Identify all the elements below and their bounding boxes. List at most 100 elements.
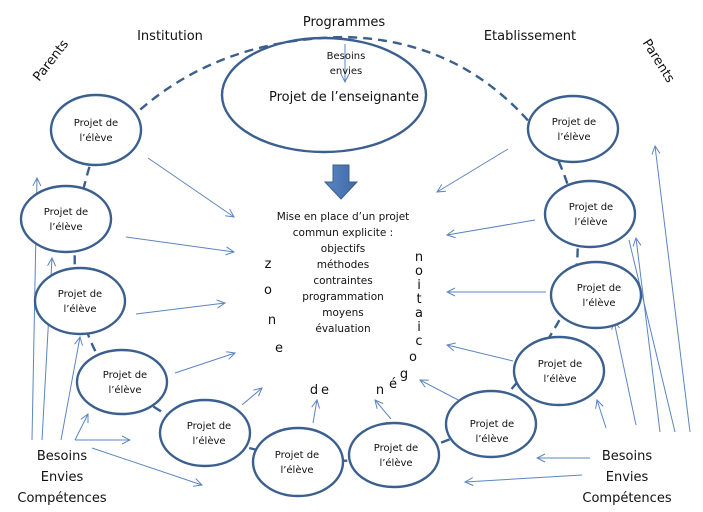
pupil-ellipse [49,93,143,167]
needs-envies: Envies [41,470,84,485]
parents-right-label: Parents [639,37,677,86]
pupil-ellipse [543,179,637,249]
needs-competences: Compétences [17,491,106,506]
arrow [420,380,463,403]
pupil-project-node: Projet de l’élève [19,184,113,254]
teacher-project-title: Projet de l’enseignante [269,90,419,105]
needs-right-label: Besoins Envies Compétences [582,449,671,506]
pupil-label-line1: Projet de [275,450,319,461]
pupil-label-line1: Projet de [103,370,147,381]
pupil-project-node: Projet de l’élève [49,93,143,167]
arrow [74,414,88,441]
pupil-label-line1: Projet de [552,117,596,128]
pupil-arrows [125,148,546,424]
curved-letter: i [417,278,421,293]
pupil-label-line1: Projet de [44,207,88,218]
pupil-label-line2: l’élève [63,303,96,315]
common-line: Mise en place d’un projet [277,211,410,223]
pupil-project-node: Projet de l’élève [33,266,127,336]
pupil-project-node: Projet de l’élève [347,421,441,489]
pupil-label-line1: Projet de [569,202,613,213]
pupil-ellipse [347,421,441,489]
arrow [313,400,317,424]
pupil-label-line1: Projet de [470,419,514,430]
arrow [174,353,235,374]
pupil-project-node: Projet de l’élève [75,348,169,416]
curved-letter: g [400,367,408,382]
pupil-project-node: Projet de l’élève [251,426,345,498]
arrow [655,146,691,433]
teacher-need-besoins: Besoins [327,51,366,62]
pupil-ellipse [75,348,169,416]
curved-letter: a [415,306,423,321]
needs-right-arrows [465,146,691,482]
arrow [465,474,583,482]
pupil-label-line2: l’élève [574,216,607,228]
curved-letter: i [417,320,421,335]
curved-letter: z [265,257,272,272]
pupil-label-line1: Projet de [374,443,418,454]
arrow [437,148,509,192]
pupil-projects: Projet de l’élève Projet de l’élève Proj… [19,93,643,498]
arrow [125,236,234,252]
needs-competences: Compétences [582,491,671,506]
pupil-project-node: Projet de l’élève [549,260,643,330]
curved-letter: n [268,313,276,328]
pupil-label-line2: l’élève [192,435,225,447]
curved-letter: o [409,350,417,365]
needs-besoins: Besoins [602,449,652,464]
common-line: méthodes [317,259,369,271]
curved-letter: n [376,383,384,398]
arrow [147,157,234,217]
pupil-ellipse [19,184,113,254]
pupil-project-node: Projet de l’élève [158,398,252,468]
curved-letter: e [275,341,283,356]
pupil-ellipse [526,94,620,164]
curved-letter: c [415,334,422,349]
curved-letter: t [416,292,421,307]
pupil-label-line2: l’élève [582,297,615,309]
pupil-ellipse [549,260,643,330]
programmes-label: Programmes [303,15,386,30]
arrow [135,303,225,315]
pupil-project-node: Projet de l’élève [512,335,606,407]
pupil-label-line1: Projet de [74,118,118,129]
curved-letter: e [321,383,329,398]
pupil-label-line1: Projet de [58,289,102,300]
pupil-ellipse [158,398,252,468]
pupil-label-line1: Projet de [577,283,621,294]
pupil-ellipse [33,266,127,336]
needs-left-label: Besoins Envies Compétences [17,449,106,506]
needs-besoins: Besoins [37,449,87,464]
pupil-ellipse [444,389,538,459]
pupil-label-line2: l’élève [280,464,313,476]
zone-de-negociation-text: z o n e d e n é g o c i a t i o n [264,250,423,398]
arrow [241,388,262,406]
common-project-text: Mise en place d’un projet commun explici… [277,211,410,335]
arrow [614,321,637,426]
arrow [628,239,676,433]
pupil-label-line1: Projet de [187,421,231,432]
etablissement-label: Etablissement [484,29,576,44]
arrow [91,447,202,485]
common-line: évaluation [315,323,370,335]
common-line: moyens [322,307,363,319]
pupil-label-line2: l’élève [475,433,508,445]
curved-letter: n [415,250,423,265]
arrow [375,400,392,420]
arrow [447,345,514,362]
pupil-label-line2: l’élève [557,131,590,143]
arrow [60,337,80,441]
pupil-label-line1: Projet de [538,359,582,370]
curved-letter: o [264,283,272,298]
pupil-label-line2: l’élève [379,457,412,469]
institution-label: Institution [137,29,203,44]
needs-envies: Envies [606,470,649,485]
common-line: contraintes [313,275,372,287]
curved-letter: o [415,264,423,279]
parents-left-label: Parents [30,37,72,85]
pupil-project-node: Projet de l’élève [526,94,620,164]
common-line: commun explicite : [293,227,393,239]
pupil-label-line2: l’élève [108,384,141,396]
